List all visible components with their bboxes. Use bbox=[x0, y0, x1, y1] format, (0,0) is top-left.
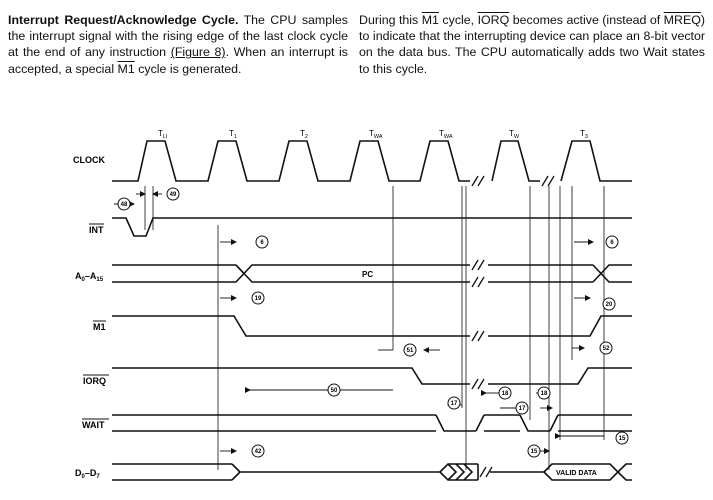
svg-text:6: 6 bbox=[260, 240, 264, 246]
state-t1: T1 bbox=[229, 129, 237, 140]
iorq-overline-term: IORQ bbox=[477, 13, 510, 27]
svg-text:17: 17 bbox=[519, 406, 526, 412]
m1-wave-2 bbox=[488, 315, 632, 337]
label-clock: CLOCK bbox=[73, 155, 105, 165]
marker-48: 48 bbox=[117, 197, 131, 211]
data-bus-wave bbox=[112, 463, 632, 481]
svg-text:6: 6 bbox=[610, 240, 614, 246]
marker-51: 51 bbox=[403, 343, 417, 357]
text-fragment: cycle is generated. bbox=[134, 61, 242, 76]
svg-text:48: 48 bbox=[121, 202, 128, 208]
text-fragment: . When an interrupt is accepted, a speci… bbox=[8, 45, 348, 76]
state-tl1: TLI bbox=[158, 129, 168, 140]
marker-15-left: 15 bbox=[527, 444, 541, 458]
svg-text:19: 19 bbox=[255, 296, 262, 302]
svg-text:49: 49 bbox=[170, 192, 177, 198]
state-twa-2: TWA bbox=[439, 129, 453, 140]
mreq-overline-term: MREQ bbox=[663, 13, 701, 27]
iorq-wave-2 bbox=[488, 367, 632, 385]
label-m1: M1 bbox=[93, 322, 106, 332]
address-bus-pc-label: PC bbox=[362, 270, 373, 279]
text-fragment: The CPU samples the interrupt signal wit… bbox=[8, 13, 348, 60]
label-iorq: IORQ bbox=[83, 376, 106, 386]
svg-text:52: 52 bbox=[603, 346, 610, 352]
timing-arrows bbox=[114, 191, 604, 454]
text-fragment: becomes active (instead of bbox=[509, 13, 664, 27]
svg-text:42: 42 bbox=[255, 449, 262, 455]
svg-text:18: 18 bbox=[502, 391, 509, 397]
clock-wave-3 bbox=[560, 140, 632, 182]
marker-18-left: 18 bbox=[498, 386, 512, 400]
text-fragment: During this bbox=[359, 13, 422, 27]
marker-6-t1: 6 bbox=[255, 235, 269, 249]
svg-text:15: 15 bbox=[531, 449, 538, 455]
address-bus-wave bbox=[112, 264, 632, 283]
state-twa-1: TWA bbox=[369, 129, 383, 140]
label-int: INT bbox=[89, 225, 104, 235]
reference-lines bbox=[144, 186, 605, 470]
state-t3: T3 bbox=[580, 129, 588, 140]
clock-wave bbox=[112, 140, 470, 182]
text-column-right: During this M1 cycle, IORQ becomes activ… bbox=[359, 12, 705, 77]
text-column-left: Interrupt Request/Acknowledge Cycle. The… bbox=[8, 12, 348, 77]
int-wave bbox=[112, 217, 632, 237]
marker-52: 52 bbox=[599, 341, 613, 355]
svg-text:50: 50 bbox=[331, 388, 338, 394]
marker-6-t3: 6 bbox=[605, 235, 619, 249]
state-labels: TLI T1 T2 TWA TWA TW T3 bbox=[158, 129, 588, 140]
svg-text:17: 17 bbox=[451, 401, 458, 407]
signal-labels: CLOCK INT A0–A15 M1 IORQ WAIT D0–D7 bbox=[73, 155, 109, 480]
m1-overline-term: M1 bbox=[117, 61, 135, 76]
text-fragment: cycle, bbox=[438, 13, 478, 27]
data-bus-valid-data-label: VALID DATA bbox=[556, 470, 597, 477]
marker-15-right: 15 bbox=[615, 431, 629, 445]
waveforms bbox=[112, 140, 632, 481]
marker-42: 42 bbox=[251, 444, 265, 458]
iorq-wave bbox=[112, 367, 470, 385]
m1-overline-term: M1 bbox=[421, 13, 439, 27]
svg-text:15: 15 bbox=[619, 436, 626, 442]
svg-text:18: 18 bbox=[541, 391, 548, 397]
marker-18-right: 18 bbox=[537, 386, 551, 400]
label-wait: WAIT bbox=[82, 420, 105, 430]
state-tw: TW bbox=[509, 129, 520, 140]
marker-50: 50 bbox=[327, 383, 341, 397]
label-data-bus: D0–D7 bbox=[75, 468, 100, 480]
marker-17-left: 17 bbox=[447, 396, 461, 410]
time-break-marks bbox=[471, 175, 555, 478]
section-heading: Interrupt Request/Acknowledge Cycle. bbox=[8, 13, 239, 27]
svg-text:20: 20 bbox=[606, 302, 613, 308]
m1-wave bbox=[112, 315, 470, 337]
label-address-bus: A0–A15 bbox=[75, 271, 104, 283]
marker-17-right: 17 bbox=[515, 401, 529, 415]
figure-reference: (Figure 8) bbox=[170, 45, 226, 60]
wait-wave bbox=[112, 414, 632, 432]
clock-wave-2 bbox=[491, 140, 540, 182]
marker-19: 19 bbox=[251, 291, 265, 305]
marker-20: 20 bbox=[602, 297, 616, 311]
text-fragment: ) to indicate that the interrupting devi… bbox=[359, 13, 705, 76]
state-t2: T2 bbox=[300, 129, 308, 140]
marker-49: 49 bbox=[166, 187, 180, 201]
timing-markers: 48 49 6 6 19 20 51 52 50 17 18 17 18 15 … bbox=[117, 187, 629, 458]
svg-text:51: 51 bbox=[407, 348, 414, 354]
